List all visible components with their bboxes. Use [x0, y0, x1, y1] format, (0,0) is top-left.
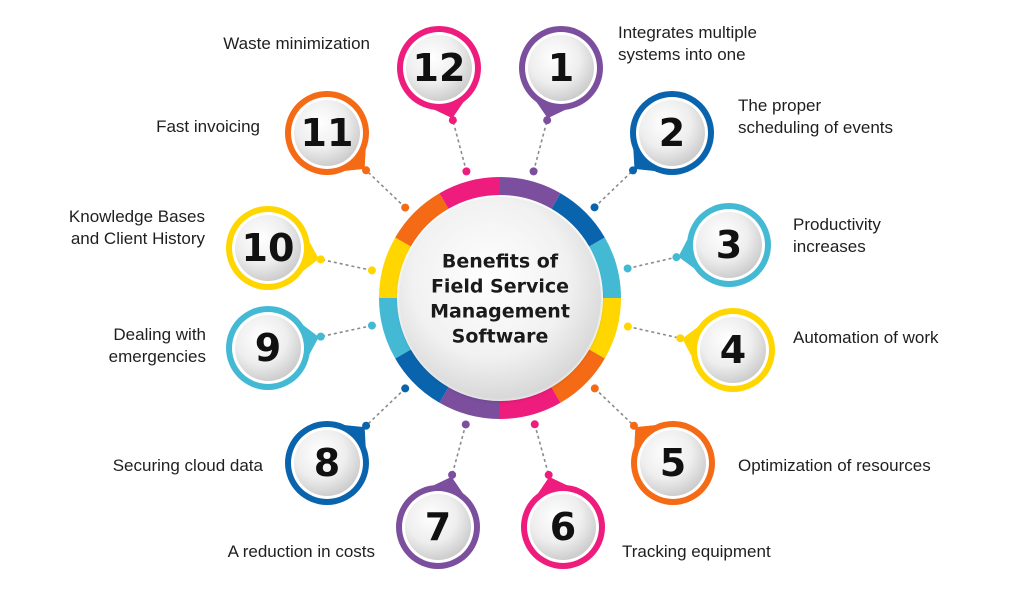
ring-segment-8 [395, 349, 449, 403]
connector-2 [593, 169, 634, 208]
ring-segment-4 [589, 297, 621, 359]
connector-8 [365, 387, 406, 427]
ring-segment-10 [379, 237, 411, 299]
bubble-number-1: 1 [548, 46, 574, 90]
connector-dot-inner-9 [367, 321, 376, 330]
connector-dot-outer-12 [448, 116, 457, 125]
center-title-line: Field Service [431, 276, 569, 298]
connector-dot-inner-5 [590, 384, 599, 393]
bubble-number-3: 3 [716, 223, 742, 267]
benefit-label-5: Optimization of resources [738, 456, 931, 475]
connector-dot-inner-2 [590, 203, 599, 212]
bubble-number-9: 9 [255, 326, 281, 370]
connector-dot-inner-12 [462, 167, 471, 176]
benefit-label-8: Securing cloud data [112, 456, 263, 475]
connector-dot-outer-9 [316, 332, 325, 341]
benefit-label-1: Integrates multiple systems into one [618, 23, 757, 64]
bubble-fill-4 [700, 317, 766, 383]
connector-dot-inner-7 [461, 420, 470, 429]
benefit-label-6: Tracking equipment [622, 542, 771, 561]
connector-6 [533, 424, 550, 476]
bubble-fill-1 [528, 35, 594, 101]
connector-11 [365, 169, 406, 209]
connector-9 [320, 324, 373, 338]
bubble-number-8: 8 [314, 441, 340, 485]
benefit-label-7: A reduction in costs [227, 542, 375, 561]
connector-7 [451, 424, 467, 476]
bubble-fill-6 [530, 494, 596, 560]
ring-segment-9 [379, 297, 411, 359]
benefit-label-10: Knowledge Bases and Client History [68, 207, 205, 248]
bubble-fill-5 [640, 430, 706, 496]
center-title-line: Software [452, 326, 549, 348]
ring-segment-6 [499, 387, 561, 419]
bubble-number-7: 7 [425, 505, 451, 549]
bubble-number-2: 2 [659, 111, 685, 155]
ring-segment-3 [589, 237, 621, 299]
ring-segment-7 [439, 387, 501, 419]
connector-3 [627, 256, 677, 270]
bubble-fill-7 [405, 494, 471, 560]
connector-dot-inner-11 [401, 203, 410, 212]
ring-segment-2 [551, 193, 605, 247]
center-hub: Benefits of Field ServiceManagementSoftwa… [399, 197, 601, 399]
bubble-number-10: 10 [242, 226, 295, 270]
connector-dot-inner-8 [401, 384, 410, 393]
connectors-layer [316, 116, 685, 479]
benefit-label-9: Dealing with emergencies [108, 325, 206, 366]
bubble-fill-11 [294, 100, 360, 166]
ring-segment-5 [551, 349, 605, 403]
benefit-label-2: The proper scheduling of events [738, 96, 893, 137]
ring-segment-11 [395, 193, 449, 247]
connector-dot-inner-4 [623, 322, 632, 331]
connector-1 [532, 119, 548, 172]
bubble-number-11: 11 [301, 111, 354, 155]
connector-dot-outer-4 [676, 334, 685, 343]
ring-segment-1 [499, 177, 561, 209]
bubble-number-4: 4 [720, 328, 746, 372]
benefit-label-12: Waste minimization [223, 34, 370, 53]
connector-dot-outer-6 [544, 470, 553, 479]
connector-dot-inner-10 [367, 266, 376, 275]
center-title-line: Benefits of [442, 251, 559, 273]
connector-4 [627, 325, 681, 340]
bubble-fill-8 [294, 430, 360, 496]
ring-segment-12 [439, 177, 501, 209]
bubble-fill-9 [235, 315, 301, 381]
connector-dot-outer-1 [543, 116, 552, 125]
connector-dot-inner-1 [529, 167, 538, 176]
connector-dot-inner-3 [623, 264, 632, 273]
center-title-line: Management [430, 301, 570, 323]
benefit-label-4: Automation of work [793, 328, 939, 347]
bubble-fill-12 [406, 35, 472, 101]
bubble-number-5: 5 [660, 441, 686, 485]
connector-10 [320, 258, 373, 272]
bubble-fill-3 [696, 212, 762, 278]
connector-dot-outer-7 [448, 470, 457, 479]
connector-12 [452, 119, 468, 172]
center-circle [399, 197, 601, 399]
connector-5 [594, 387, 635, 427]
connector-dot-outer-10 [316, 255, 325, 264]
bubble-number-6: 6 [550, 505, 576, 549]
connector-dot-inner-6 [530, 420, 539, 429]
benefit-label-3: Productivity increases [793, 215, 881, 256]
bubble-fill-10 [235, 215, 301, 281]
bubble-fill-2 [639, 100, 705, 166]
benefit-label-11: Fast invoicing [156, 117, 260, 136]
bubble-number-12: 12 [413, 46, 466, 90]
connector-dot-outer-3 [672, 253, 681, 262]
